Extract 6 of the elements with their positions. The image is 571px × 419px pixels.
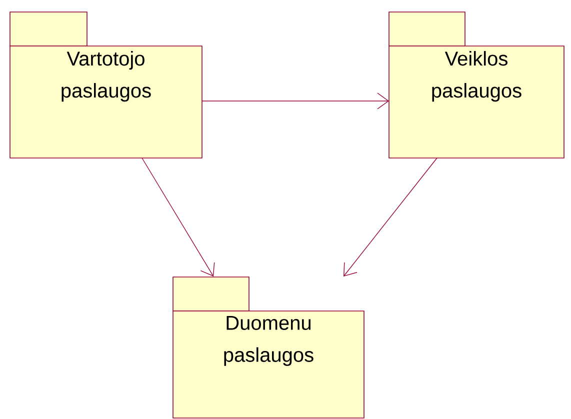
arrow bbox=[202, 92, 389, 110]
package-box: Duomenu paslaugos bbox=[172, 276, 364, 418]
arrow bbox=[142, 158, 215, 276]
package-box: Veiklos paslaugos bbox=[388, 12, 564, 158]
arrow bbox=[344, 158, 438, 276]
package-box: Vartotojo paslaugos bbox=[10, 12, 202, 158]
